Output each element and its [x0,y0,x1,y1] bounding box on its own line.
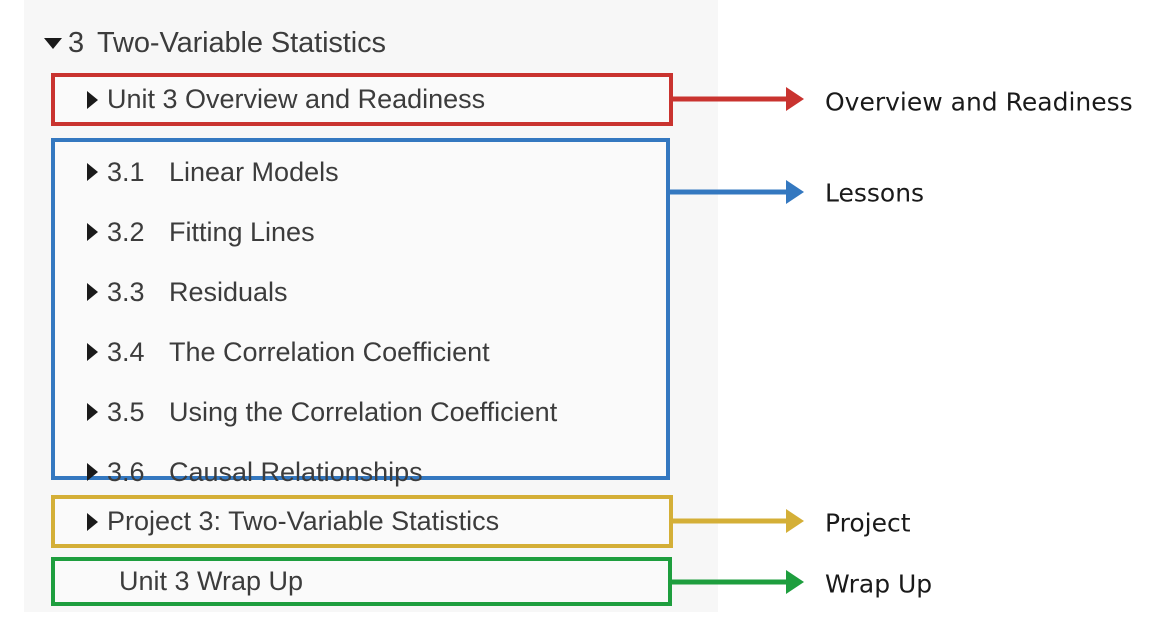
outline-row-label: Project 3: Two-Variable Statistics [107,506,500,536]
group-box-lessons: 3.1 Linear Models 3.2 Fitting Lines 3.3 … [51,138,670,487]
outline-row-label: Fitting Lines [169,216,315,247]
caret-right-icon[interactable] [87,90,98,109]
lesson-number: 3.4 [107,336,145,367]
outline-row-label: Unit 3 Wrap Up [119,566,304,596]
group-box-wrapup: Unit 3 Wrap Up [51,557,672,606]
lesson-number: 3.1 [107,156,145,187]
outline-row-label: Linear Models [169,156,339,187]
group-box-project: Project 3: Two-Variable Statistics [51,495,673,548]
unit-title: Two-Variable Statistics [97,26,386,59]
caret-right-icon[interactable] [87,283,98,301]
outline-row-lesson[interactable]: 3.3 Residuals [55,262,666,322]
group-box-overview: Unit 3 Overview and Readiness [51,73,673,126]
lesson-number: 3.5 [107,396,145,427]
outline-row-overview[interactable]: Unit 3 Overview and Readiness [55,77,669,122]
caret-right-icon[interactable] [87,223,98,241]
outline-row-lesson[interactable]: 3.1 Linear Models [55,142,666,202]
caption-wrapup: Wrap Up [825,569,933,599]
outline-row-lesson[interactable]: 3.4 The Correlation Coefficient [55,322,666,382]
lesson-number: 3.3 [107,276,145,307]
unit-header-row[interactable]: 3 Two-Variable Statistics [44,24,386,62]
lesson-number: 3.2 [107,216,145,247]
caret-right-icon[interactable] [87,403,98,421]
caption-project: Project [825,508,911,538]
caret-right-icon[interactable] [87,163,98,181]
unit-number: 3 [68,26,85,59]
outline-row-project[interactable]: Project 3: Two-Variable Statistics [55,499,669,544]
outline-row-label: Causal Relationships [169,456,423,487]
outline-row-lesson[interactable]: 3.2 Fitting Lines [55,202,666,262]
caret-down-icon[interactable] [44,37,62,49]
lesson-number: 3.6 [107,456,145,487]
caret-right-icon[interactable] [87,512,98,531]
caret-right-icon[interactable] [87,463,98,481]
caret-right-icon[interactable] [87,343,98,361]
caption-lessons: Lessons [825,178,925,208]
outline-row-label: Residuals [169,276,288,307]
outline-row-lesson[interactable]: 3.6 Causal Relationships [55,442,666,502]
outline-row-label: Using the Correlation Coefficient [169,396,558,427]
outline-row-lesson[interactable]: 3.5 Using the Correlation Coefficient [55,382,666,442]
outline-row-label: Unit 3 Overview and Readiness [107,84,486,114]
outline-row-wrapup[interactable]: Unit 3 Wrap Up [55,561,668,602]
caption-overview: Overview and Readiness [825,87,1133,117]
outline-row-label: The Correlation Coefficient [169,336,490,367]
